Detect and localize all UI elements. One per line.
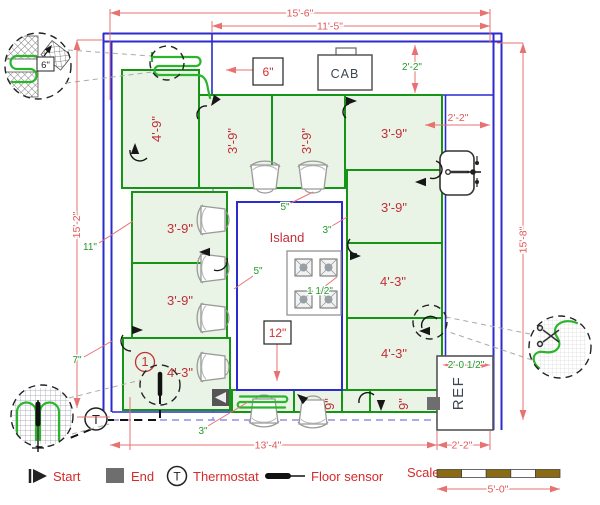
- zone-d-label: 4'-3": [167, 365, 193, 380]
- sensor-wire: [108, 396, 161, 421]
- dim-top-counter: 2'-2": [402, 62, 422, 73]
- cabinet: CAB: [317, 47, 373, 91]
- sink: [439, 150, 481, 196]
- island: Island: [236, 201, 343, 391]
- zone-g: [344, 94, 443, 171]
- cut-detail-marker: [412, 304, 448, 340]
- detail-circle-cut: [445, 315, 592, 379]
- start-icon-triangle: [33, 469, 47, 483]
- dimensions: 15'-6" 11'-5" 15'-2" 15'-8" 13'-4" 2'-2"…: [70, 6, 561, 497]
- scale-bar: Scale 5'-0": [407, 465, 561, 497]
- zone-h-label: 3'-9": [381, 200, 407, 215]
- legend-thermostat: T Thermostat: [166, 465, 259, 487]
- offset-zone-gap: 3": [322, 225, 332, 236]
- zone-a-label: 4'-9": [149, 116, 164, 142]
- zone-labels: 4'-9" 3'-9" 3'-9" 3'-9" 3'-9" 4'-3" 4'-3…: [134, 116, 411, 410]
- legend-thermostat-label: Thermostat: [193, 469, 259, 484]
- island-label: Island: [270, 230, 305, 245]
- offset-wall-gap: 11": [83, 242, 97, 253]
- end-marker-triangle-icon: [215, 392, 226, 403]
- offset-island-top: 5": [280, 202, 290, 213]
- detail-circle-spacing: 6": [4, 32, 153, 100]
- arrow-icon: [211, 94, 221, 106]
- offset-island-left: 5": [253, 266, 263, 277]
- zone-number: 1: [141, 354, 148, 369]
- end-marker-2: [427, 397, 440, 410]
- detail-spacing-label: 6": [41, 60, 50, 71]
- legend-end: End: [106, 468, 154, 484]
- zone-g-label: 3'-9": [381, 126, 407, 141]
- zone-e-label: 3'-9": [225, 128, 240, 154]
- zone-f-label: 3'-9": [299, 128, 314, 154]
- legend-start-label: Start: [53, 469, 81, 484]
- offset-labels: 11" 7" 5" 5" 3" 3" 1 1/2" 6" 12": [71, 57, 348, 438]
- scale-value: 5'-0": [488, 484, 509, 496]
- legend-start: Start: [28, 469, 81, 484]
- cable-spacing-label: 6": [263, 65, 274, 79]
- detail-arrow-icon: [44, 45, 52, 54]
- island-front-label: 12": [269, 326, 287, 340]
- floor-sensor-plan: T: [69, 364, 181, 439]
- sensor-detail-marker: [139, 364, 181, 406]
- cable-flow-arrows: [120, 94, 443, 411]
- zone-b-label: 3'-9": [167, 221, 193, 236]
- dim-ref-width: 2'-0 1/2": [448, 360, 485, 371]
- start-detail-marker: [149, 45, 185, 81]
- scissors-icon: [536, 324, 560, 348]
- zone-j-label: 4'-3": [381, 346, 407, 361]
- offset-burner-gap: 1 1/2": [307, 286, 333, 297]
- arrow-icon: [419, 326, 430, 336]
- end-icon: [106, 468, 124, 483]
- dim-top-outer: 15'-6": [287, 8, 314, 20]
- zone-i-label: 4'-3": [380, 274, 406, 289]
- offset-bottom-gap: 3": [198, 426, 208, 437]
- arrow-icon: [376, 400, 386, 411]
- legend-floor-sensor: Floor sensor: [265, 469, 384, 484]
- arrow-icon: [415, 177, 426, 187]
- legend-thermostat-symbol: T: [173, 470, 181, 484]
- spacing-callout-box: 6": [226, 57, 284, 86]
- arrow-icon: [199, 247, 210, 257]
- island-front-callout-box: 12": [263, 320, 292, 381]
- dim-left: 15'-2": [71, 211, 83, 238]
- cable-start-run: [149, 45, 212, 100]
- legend: Start End T Thermostat Floor sensor: [28, 465, 384, 487]
- start-arrow-icon: [297, 394, 309, 405]
- faucet-handles: [467, 156, 481, 187]
- arrow-icon: [130, 143, 140, 154]
- zone-a: [121, 69, 200, 189]
- cooktop: [286, 250, 342, 316]
- strip2-label: 9": [396, 398, 411, 410]
- arrow-icon: [346, 96, 357, 106]
- thermostat-legend-icon: [166, 465, 188, 487]
- strip1-label: 9": [322, 398, 337, 410]
- scale-label: Scale: [407, 465, 440, 480]
- dim-right-wall-offset: 2'-2": [448, 112, 469, 124]
- dim-top-inner: 11'-5": [317, 21, 343, 33]
- refrigerator-label: REF: [450, 376, 467, 411]
- dim-right: 15'-8": [518, 226, 530, 253]
- legend-end-label: End: [131, 469, 154, 484]
- detail-circle-sensor: [10, 379, 142, 452]
- thermostat-symbol: T: [92, 412, 100, 427]
- arrow-icon: [132, 325, 143, 335]
- legend-floor-sensor-label: Floor sensor: [311, 469, 384, 484]
- thermostat-icon: [84, 407, 108, 431]
- cabinet-label: CAB: [331, 67, 360, 81]
- offset-left-gap: 7": [72, 355, 82, 366]
- dim-bottom: 13'-4": [255, 440, 282, 452]
- dim-bottom-right: 2'-2": [452, 440, 473, 452]
- zone-h: [346, 169, 443, 244]
- cable-strip-run: [236, 395, 289, 409]
- zone-c-label: 3'-9": [167, 293, 193, 308]
